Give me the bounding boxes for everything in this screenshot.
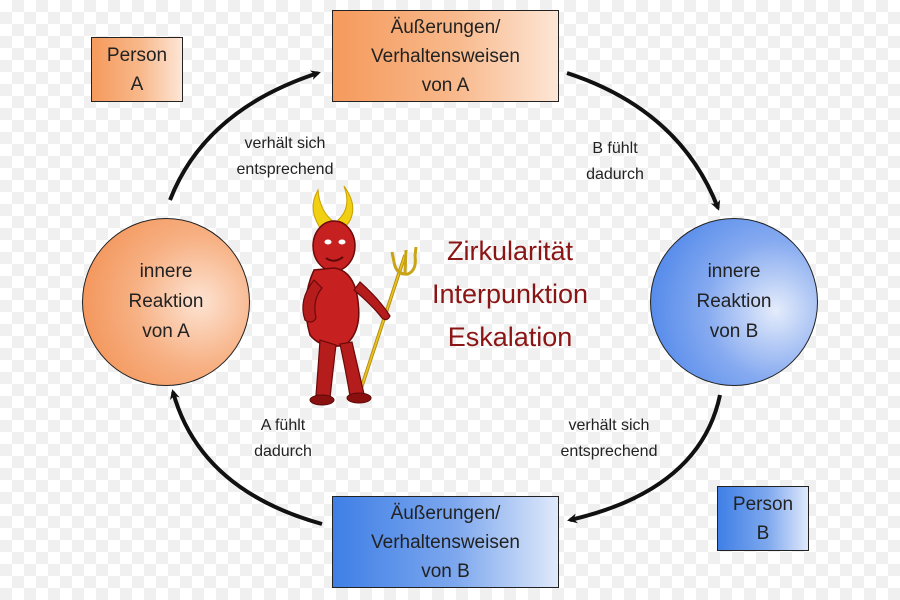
- top-box-line-3: von A: [421, 74, 470, 96]
- circle-a-line-3: von A: [142, 321, 190, 342]
- circle-b-line-1: innere: [707, 261, 761, 282]
- top-box-line-1: Äußerungen/: [390, 16, 501, 38]
- bottom-box-line-3: von B: [421, 560, 470, 582]
- circle-b-line-2: Reaktion: [696, 291, 772, 312]
- label-top-right: B fühlt dadurch: [555, 136, 675, 188]
- top-box-utterances-a: Äußerungen/ Verhaltensweisen von A: [332, 10, 559, 102]
- person-b-line-1: Person: [732, 493, 794, 515]
- center-text: Zirkularität Interpunktion Eskalation: [395, 230, 625, 359]
- person-b-line-2: B: [756, 522, 770, 544]
- circle-a-line-2: Reaktion: [128, 291, 204, 312]
- center-zirkularitaet: Zirkularität: [446, 236, 574, 266]
- person-a-line-1: Person: [106, 44, 168, 66]
- arrow-bottom-right: [567, 394, 722, 524]
- label-top-left-line-2: entsprechend: [236, 161, 334, 178]
- center-eskalation: Eskalation: [447, 322, 573, 352]
- label-top-right-line-1: B fühlt: [592, 140, 638, 157]
- label-top-right-line-2: dadurch: [586, 166, 644, 183]
- label-bottom-left-line-1: A fühlt: [260, 417, 306, 434]
- top-box-line-2: Verhaltensweisen: [371, 45, 520, 67]
- bottom-box-line-2: Verhaltensweisen: [371, 531, 520, 553]
- label-bottom-right-line-2: entsprechend: [560, 443, 658, 460]
- circle-a-line-1: innere: [139, 261, 193, 282]
- label-top-left-line-1: verhält sich: [244, 135, 326, 152]
- label-bottom-right: verhält sich entsprechend: [534, 413, 684, 465]
- bottom-box-line-1: Äußerungen/: [390, 502, 501, 524]
- trident-icon: [356, 246, 418, 399]
- circle-b-line-3: von B: [709, 321, 759, 342]
- arrow-top-right: [566, 71, 721, 211]
- person-a-line-2: A: [130, 73, 144, 95]
- label-bottom-right-line-1: verhält sich: [568, 417, 650, 434]
- label-bottom-left: A fühlt dadurch: [223, 413, 343, 465]
- center-interpunktion: Interpunktion: [431, 279, 589, 309]
- person-a-box: Person A: [91, 37, 183, 102]
- label-top-left: verhält sich entsprechend: [210, 131, 360, 183]
- person-b-box: Person B: [717, 486, 809, 551]
- circle-inner-reaction-a: innere Reaktion von A: [82, 218, 250, 386]
- arrow-top-left: [168, 70, 321, 201]
- arrow-bottom-left: [170, 389, 323, 526]
- bottom-box-utterances-b: Äußerungen/ Verhaltensweisen von B: [332, 496, 559, 588]
- circle-inner-reaction-b: innere Reaktion von B: [650, 218, 818, 386]
- label-bottom-left-line-2: dadurch: [254, 443, 312, 460]
